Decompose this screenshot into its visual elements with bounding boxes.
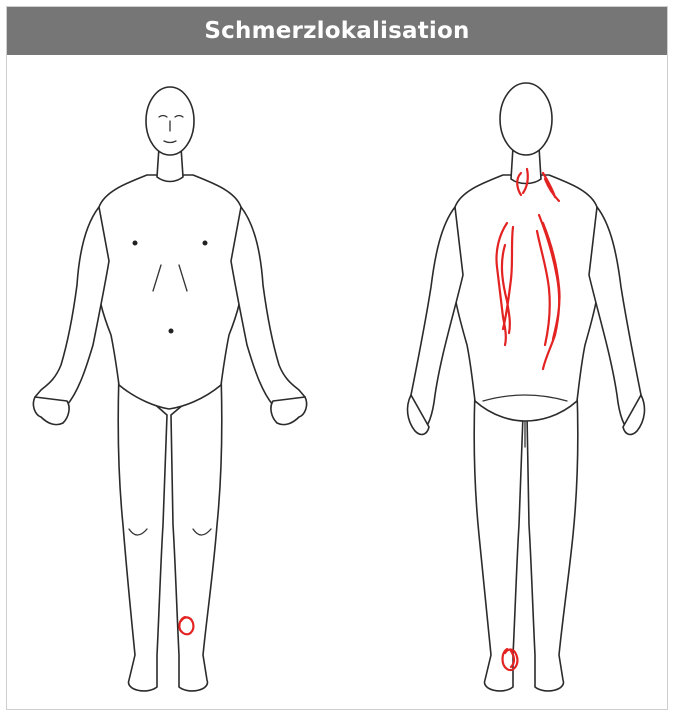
pain-map-card: Schmerzlokalisation [6, 6, 668, 710]
front-nipple-right [203, 241, 208, 246]
front-right-leg [171, 373, 222, 691]
back-torso [450, 175, 602, 421]
front-right-hand [271, 397, 307, 425]
back-body-figure [408, 83, 645, 691]
back-left-leg [474, 391, 523, 691]
body-diagram [7, 55, 667, 709]
front-left-hand [33, 397, 69, 425]
header-bar: Schmerzlokalisation [7, 7, 667, 55]
page-title: Schmerzlokalisation [204, 18, 469, 44]
body-diagram-svg [7, 55, 667, 709]
back-head [500, 83, 552, 155]
front-navel [169, 329, 174, 334]
front-right-arm [231, 207, 305, 408]
front-nipple-left [133, 241, 138, 246]
front-left-arm [35, 207, 109, 408]
front-body-figure [33, 87, 306, 691]
front-left-leg [118, 373, 167, 691]
back-right-leg [527, 391, 578, 691]
back-right-arm [589, 207, 642, 433]
back-left-arm [410, 207, 463, 433]
front-torso [94, 175, 246, 409]
